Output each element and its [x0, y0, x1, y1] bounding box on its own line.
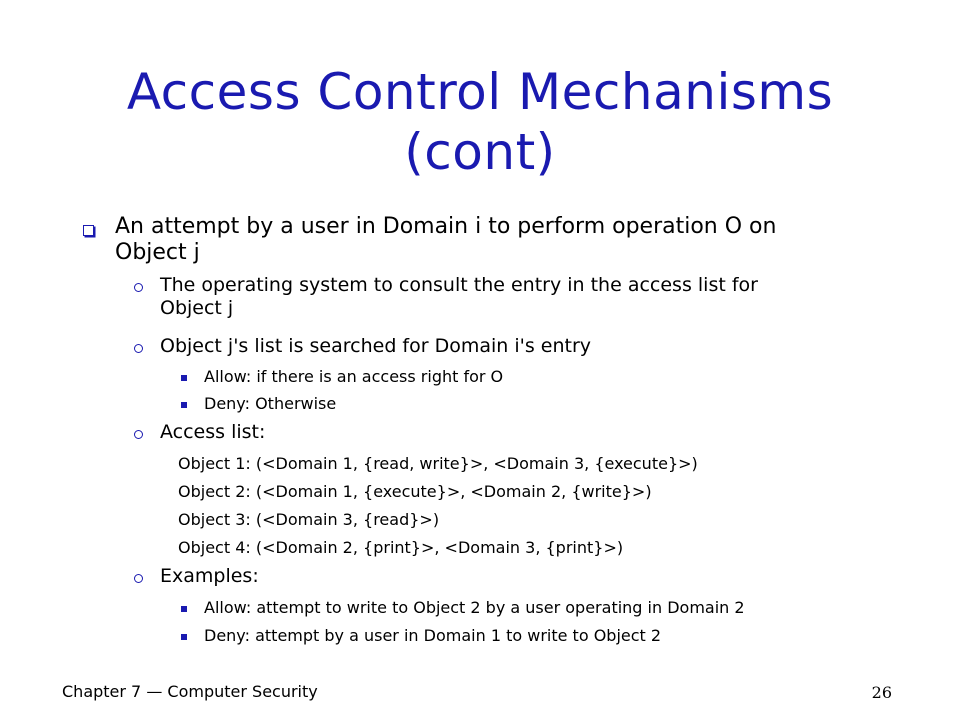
- example-allow: Allow: attempt to write to Object 2 by a…: [204, 598, 745, 617]
- access-list-entry: Object 1: (<Domain 1, {read, write}>, <D…: [178, 454, 698, 473]
- hollow-square-bullet-icon: [83, 225, 94, 236]
- main-point: An attempt by a user in Domain i to perf…: [115, 214, 905, 266]
- main-point-line2: Object j: [115, 240, 200, 265]
- consult-point-line1: The operating system to consult the entr…: [160, 274, 758, 296]
- allow-rule: Allow: if there is an access right for O: [204, 367, 504, 386]
- hollow-circle-bullet-icon: [134, 283, 143, 292]
- solid-square-bullet-icon: [181, 634, 187, 640]
- access-list-entry: Object 3: (<Domain 3, {read}>): [178, 510, 440, 529]
- footer-chapter: Chapter 7 — Computer Security: [62, 682, 318, 701]
- hollow-circle-bullet-icon: [134, 430, 143, 439]
- solid-square-bullet-icon: [181, 402, 187, 408]
- example-deny: Deny: attempt by a user in Domain 1 to w…: [204, 626, 662, 645]
- access-list-label: Access list:: [160, 421, 266, 443]
- access-list-entry: Object 2: (<Domain 1, {execute}>, <Domai…: [178, 482, 652, 501]
- page-number: 26: [871, 683, 892, 702]
- slide-title: Access Control Mechanisms (cont): [60, 62, 900, 182]
- slide-title-line1: Access Control Mechanisms: [126, 63, 834, 121]
- hollow-circle-bullet-icon: [134, 344, 143, 353]
- deny-rule: Deny: Otherwise: [204, 394, 337, 413]
- solid-square-bullet-icon: [181, 375, 187, 381]
- consult-point-line2: Object j: [160, 297, 234, 319]
- access-list-entry: Object 4: (<Domain 2, {print}>, <Domain …: [178, 538, 624, 557]
- consult-point: The operating system to consult the entr…: [160, 274, 900, 320]
- main-point-line1: An attempt by a user in Domain i to perf…: [115, 214, 777, 239]
- examples-label: Examples:: [160, 565, 259, 587]
- hollow-circle-bullet-icon: [134, 574, 143, 583]
- solid-square-bullet-icon: [181, 606, 187, 612]
- searched-point: Object j's list is searched for Domain i…: [160, 335, 592, 357]
- slide-title-line2: (cont): [404, 123, 556, 181]
